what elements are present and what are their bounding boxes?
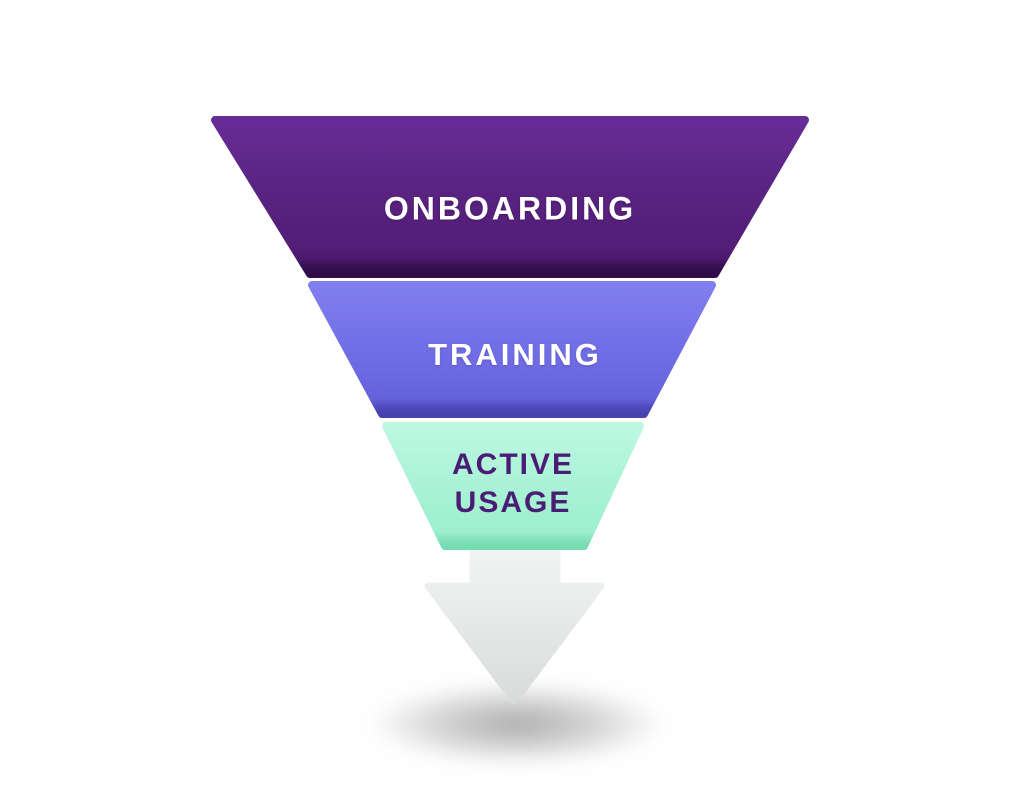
stage-label-training: TRAINING (428, 337, 602, 372)
funnel-stage-onboarding-shape (211, 116, 809, 278)
funnel-stage-training-shape (308, 281, 716, 418)
funnel-stage-active-usage-shape (382, 422, 644, 550)
ground-shadow (367, 682, 667, 766)
down-arrow-icon (424, 536, 605, 705)
stage-label-onboarding: ONBOARDING (383, 190, 637, 227)
stage-label-active-usage: ACTIVE USAGE (451, 448, 574, 519)
